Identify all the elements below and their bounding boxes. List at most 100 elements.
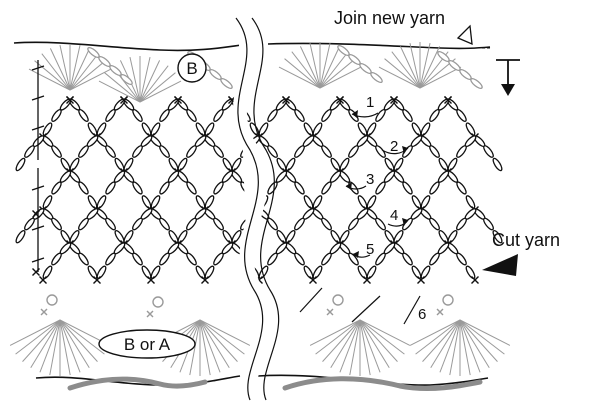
chain-loop <box>258 241 289 279</box>
chain-loop <box>122 170 152 210</box>
chain-loop <box>204 241 235 279</box>
chain-loop <box>68 98 99 137</box>
chain-loop <box>419 207 450 244</box>
chain-loop <box>122 98 153 137</box>
gray-loop <box>47 295 57 305</box>
gray-cross <box>147 311 153 317</box>
chain-loop <box>284 98 315 137</box>
chain-loop <box>285 207 316 244</box>
row-number-6: 6 <box>418 306 426 323</box>
chain-loop <box>446 241 477 279</box>
chain-loop <box>392 98 423 137</box>
section-b-text: B <box>186 59 197 78</box>
gray-loop <box>443 295 453 305</box>
chain-loop <box>204 98 235 137</box>
join-marker-icon <box>458 26 472 44</box>
chain-loop <box>420 98 451 137</box>
chain-loop <box>447 134 478 171</box>
break-lines <box>236 18 279 400</box>
chain-loop <box>312 241 343 279</box>
chain-loop <box>446 98 477 137</box>
gray-chain <box>436 50 483 90</box>
chain-loop <box>150 98 181 137</box>
chain-loop <box>41 207 72 244</box>
chain-loop <box>149 134 180 171</box>
chain-loop <box>41 134 72 171</box>
chain-loop <box>392 170 422 210</box>
chain-loop <box>149 207 180 244</box>
chain-loop <box>123 134 154 171</box>
chain-loop <box>177 134 208 171</box>
row-number-4: 4 <box>390 207 398 224</box>
chain-loop <box>176 98 207 137</box>
chain-loop <box>312 170 342 210</box>
chain-loop <box>420 241 451 279</box>
cut-yarn-label: Cut yarn <box>492 230 560 250</box>
chain-loop <box>473 134 504 171</box>
bottom-fan <box>10 320 110 376</box>
chain-loop <box>15 134 46 171</box>
chain-loop <box>68 241 99 279</box>
chain-loop <box>446 170 476 210</box>
gray-cross <box>41 309 47 315</box>
chain-loop <box>42 241 73 279</box>
chain-loop <box>447 207 478 244</box>
chain-loop <box>392 241 423 279</box>
chain-loop <box>284 170 314 210</box>
cut-marker-icon <box>482 254 518 276</box>
chain-loop <box>69 207 100 244</box>
chain-loop <box>311 207 342 244</box>
bottom-fan <box>410 320 510 376</box>
gray-chain <box>336 44 383 84</box>
chain-loop <box>123 207 154 244</box>
left-row-markers <box>32 60 44 276</box>
chain-loop <box>68 170 98 210</box>
chain-loop <box>150 241 181 279</box>
gray-cross <box>327 309 333 315</box>
chain-loop <box>339 207 370 244</box>
bottom-fan <box>310 320 410 376</box>
row-number-1: 1 <box>366 94 374 111</box>
row-number-5: 5 <box>366 241 374 258</box>
chain-loop <box>419 134 450 171</box>
chain-loop <box>69 134 100 171</box>
chain-loop <box>95 134 126 171</box>
gray-cross <box>437 309 443 315</box>
section-b-or-a-label: B or A <box>99 330 195 358</box>
chain-loop <box>204 170 234 210</box>
gray-loop <box>333 295 343 305</box>
chain-loop <box>258 98 289 137</box>
chain-loop <box>42 98 73 137</box>
chain-loop <box>96 241 127 279</box>
chain-loop <box>285 134 316 171</box>
chain-loop <box>203 134 234 171</box>
chain-loop <box>95 207 126 244</box>
chain-loop <box>338 241 369 279</box>
chain-loop <box>312 98 343 137</box>
chain-loop <box>203 207 234 244</box>
chain-loop <box>420 170 450 210</box>
section-b-or-a-text: B or A <box>124 335 171 354</box>
chain-loop <box>96 98 127 137</box>
chain-loop <box>176 241 207 279</box>
top-fan <box>99 56 181 102</box>
row6-slants <box>300 288 420 324</box>
section-b-label: B <box>178 54 206 82</box>
down-arrow-icon <box>496 60 520 96</box>
chain-loop <box>338 170 368 210</box>
row-number-2: 2 <box>390 138 398 155</box>
chain-loop <box>177 207 208 244</box>
gray-loop <box>153 297 163 307</box>
chain-loop <box>122 241 153 279</box>
chain-loop <box>339 134 370 171</box>
chain-loop <box>150 170 180 210</box>
gray-chain <box>86 46 133 86</box>
top-fan <box>279 42 361 88</box>
chain-loop <box>311 134 342 171</box>
join-new-yarn-label: Join new yarn <box>334 8 445 28</box>
chain-loop <box>42 170 72 210</box>
chain-loop <box>96 170 126 210</box>
chain-loop <box>176 170 206 210</box>
chain-loop <box>284 241 315 279</box>
